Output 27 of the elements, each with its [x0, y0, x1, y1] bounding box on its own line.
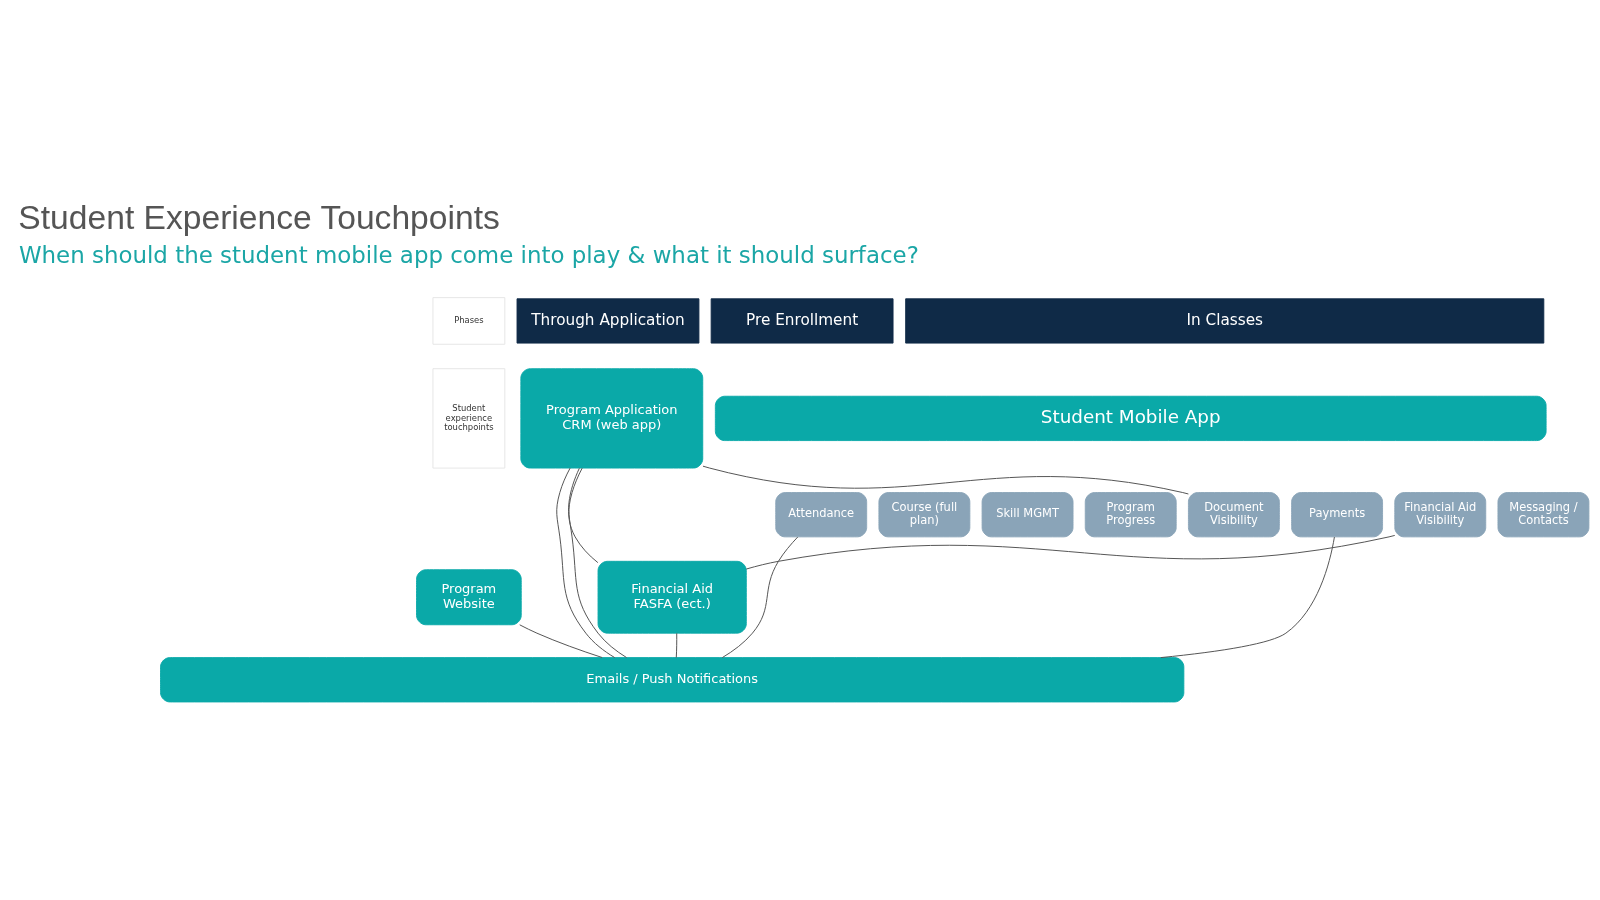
- node-box: Pre Enrollment: [710, 297, 894, 344]
- connector: [1160, 536, 1335, 658]
- node-box: Through Application: [516, 297, 700, 344]
- node-box: Messaging / Contacts: [1497, 491, 1590, 537]
- node-box: Document Visibility: [1188, 491, 1280, 537]
- node-box: Skill MGMT: [981, 491, 1074, 537]
- node-box: Attendance: [775, 491, 868, 537]
- connector: [721, 536, 799, 658]
- connector: [568, 467, 599, 563]
- diagram-title: Student Experience Touchpoints: [18, 198, 500, 236]
- label: When should the student mobile app come into play & what it should surface?: [18, 241, 919, 268]
- connector: [519, 623, 603, 658]
- connector: [556, 467, 616, 658]
- connector: [675, 632, 678, 658]
- connector: [745, 534, 1396, 569]
- node-box: Payments: [1291, 491, 1383, 537]
- node-box: Emails / Push Notifications: [160, 656, 1185, 702]
- node-box: In Classes: [905, 297, 1545, 344]
- node-box: Program Website: [416, 568, 522, 625]
- connector: [568, 467, 628, 658]
- node-box: Program Application CRM (web app): [520, 367, 704, 469]
- connector: [702, 465, 1189, 494]
- node-box: Financial Aid Visibility: [1394, 491, 1487, 537]
- node-box: Course (full plan): [878, 491, 971, 537]
- node-box: Program Progress: [1084, 491, 1177, 537]
- node-box: Student Mobile App: [714, 395, 1547, 441]
- node-box: Financial Aid FASFA (ect.): [597, 560, 747, 634]
